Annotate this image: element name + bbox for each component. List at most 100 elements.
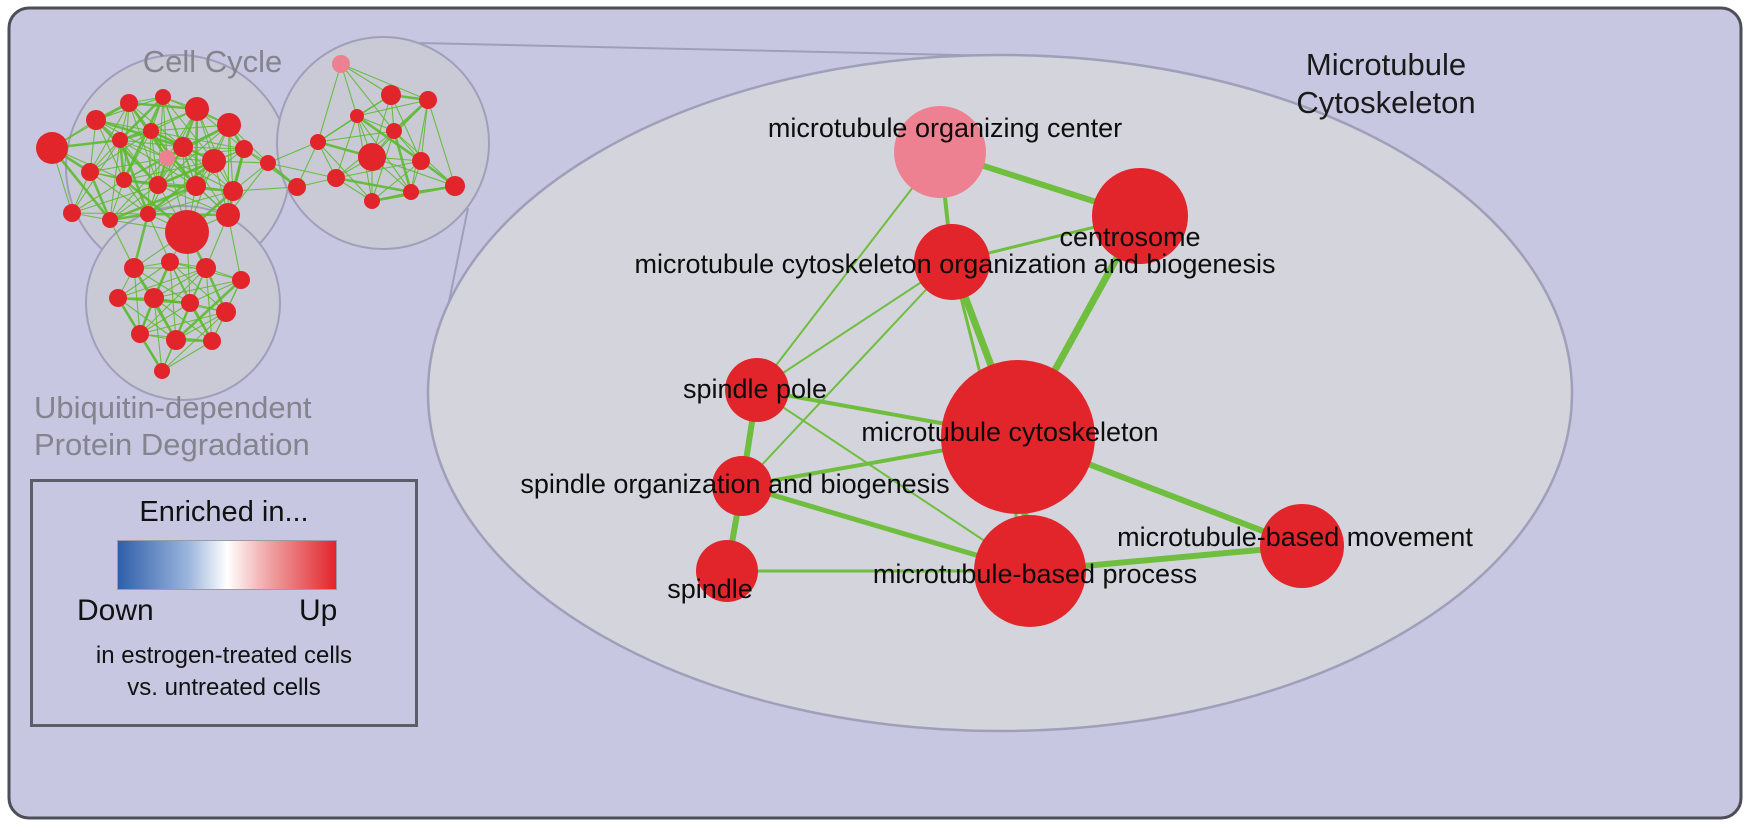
overview-edge: [109, 157, 168, 221]
detail-node-label-mbm: microtubule-based movement: [1117, 522, 1473, 552]
overview-node: [327, 169, 345, 187]
overview-edge: [232, 186, 298, 192]
overview-edge: [427, 99, 456, 187]
overview-edge: [150, 130, 245, 150]
detail-cluster-title: Microtubule Cytoskeleton: [1276, 46, 1496, 122]
overview-node: [232, 271, 250, 289]
overview-node: [81, 163, 99, 181]
cluster-label-ubiquitin-line2: Protein Degradation: [34, 427, 310, 462]
overview-edge: [119, 96, 164, 141]
overview-edge: [117, 267, 207, 299]
overview-edge: [166, 157, 234, 192]
overview-edge: [227, 124, 230, 216]
overview-node: [159, 150, 175, 166]
detail-edge-mcob-spindle_org: [741, 261, 953, 487]
overview-edge: [147, 190, 234, 215]
detail-node-label-spindle: spindle: [667, 574, 753, 604]
detail-node-label-spindle_pole: spindle pole: [683, 374, 827, 404]
overview-node: [124, 258, 144, 278]
overview-edge: [356, 114, 422, 163]
overview-node: [116, 172, 132, 188]
cluster-label-ubiquitin-line1: Ubiquitin-dependent: [34, 390, 312, 425]
overview-node: [165, 210, 209, 254]
detail-node-label-mc: microtubule cytoskeleton: [861, 417, 1158, 447]
overview-node: [412, 152, 430, 170]
overview-node: [166, 330, 186, 350]
overview-node: [36, 132, 68, 164]
overview-edge: [267, 141, 319, 164]
overview-edge: [119, 139, 184, 148]
overview-edge: [71, 184, 159, 214]
overview-node: [181, 294, 199, 312]
overview-node: [202, 149, 226, 173]
overview-edge: [123, 160, 215, 181]
overview-edge: [390, 94, 422, 162]
overview-node: [131, 325, 149, 343]
callout-line-1: [418, 42, 1003, 57]
overview-node: [155, 89, 171, 105]
overview-edge: [119, 139, 168, 159]
detail-node-mbm: [1260, 504, 1344, 588]
overview-node: [120, 94, 138, 112]
overview-edge: [182, 146, 245, 150]
overview-node: [203, 332, 221, 350]
overview-node: [102, 212, 118, 228]
legend-title: Enriched in...: [139, 496, 309, 528]
overview-node: [445, 176, 465, 196]
overview-node: [196, 258, 216, 278]
overview-edge: [340, 63, 429, 101]
detail-node-centrosome: [1092, 168, 1188, 264]
overview-edge: [356, 99, 429, 117]
overview-node: [332, 55, 350, 73]
overview-node: [86, 110, 106, 130]
overview-edge: [335, 176, 412, 194]
overview-edge: [371, 156, 456, 187]
detail-node-label-moc: microtubule organizing center: [768, 113, 1122, 143]
overview-edge: [89, 102, 130, 173]
overview-edge: [118, 139, 150, 215]
detail-node-spindle: [696, 540, 758, 602]
overview-edge: [95, 119, 168, 159]
overview-node: [419, 91, 437, 109]
overview-node: [364, 193, 380, 209]
cluster-label-cell-cycle: Cell Cycle: [142, 44, 283, 79]
overview-edge: [267, 162, 337, 179]
overview-edge: [95, 119, 159, 186]
overview-edge: [371, 160, 422, 202]
overview-edge: [410, 99, 429, 193]
overview-cluster-microtubule-cytoskeleton: [276, 36, 490, 250]
overview-nodes: [36, 55, 465, 379]
legend-gradient-bar: [117, 540, 337, 590]
overview-edge: [89, 157, 168, 173]
detail-node-mcob: [914, 224, 990, 300]
legend-subtitle-line1: in estrogen-treated cells: [95, 642, 353, 669]
overview-node: [154, 363, 170, 379]
overview-edge: [153, 267, 207, 299]
overview-edge: [371, 130, 395, 202]
legend: Enriched in... Down Up in estrogen-treat…: [30, 479, 418, 727]
overview-edge: [340, 63, 395, 132]
overview-node: [310, 134, 326, 150]
overview-node: [173, 137, 193, 157]
overview-edge: [392, 130, 413, 193]
overview-edge: [133, 267, 191, 304]
overview-edge: [317, 130, 395, 143]
overview-edge: [150, 130, 159, 186]
overview-edge: [71, 179, 125, 214]
overview-node: [112, 132, 128, 148]
overview-node: [350, 109, 364, 123]
detail-node-label-mcob: microtubule cytoskeleton organization an…: [635, 249, 1276, 279]
overview-edge: [161, 340, 213, 372]
detail-node-mc: [941, 360, 1095, 514]
overview-edge: [123, 130, 152, 181]
overview-node: [144, 288, 164, 308]
overview-node: [260, 155, 276, 171]
overview-edge: [205, 267, 213, 342]
overview-edge: [189, 279, 242, 304]
overview-node: [381, 85, 401, 105]
overview-edge: [420, 99, 429, 162]
overview-node: [216, 203, 240, 227]
legend-down-label: Down: [77, 594, 154, 627]
